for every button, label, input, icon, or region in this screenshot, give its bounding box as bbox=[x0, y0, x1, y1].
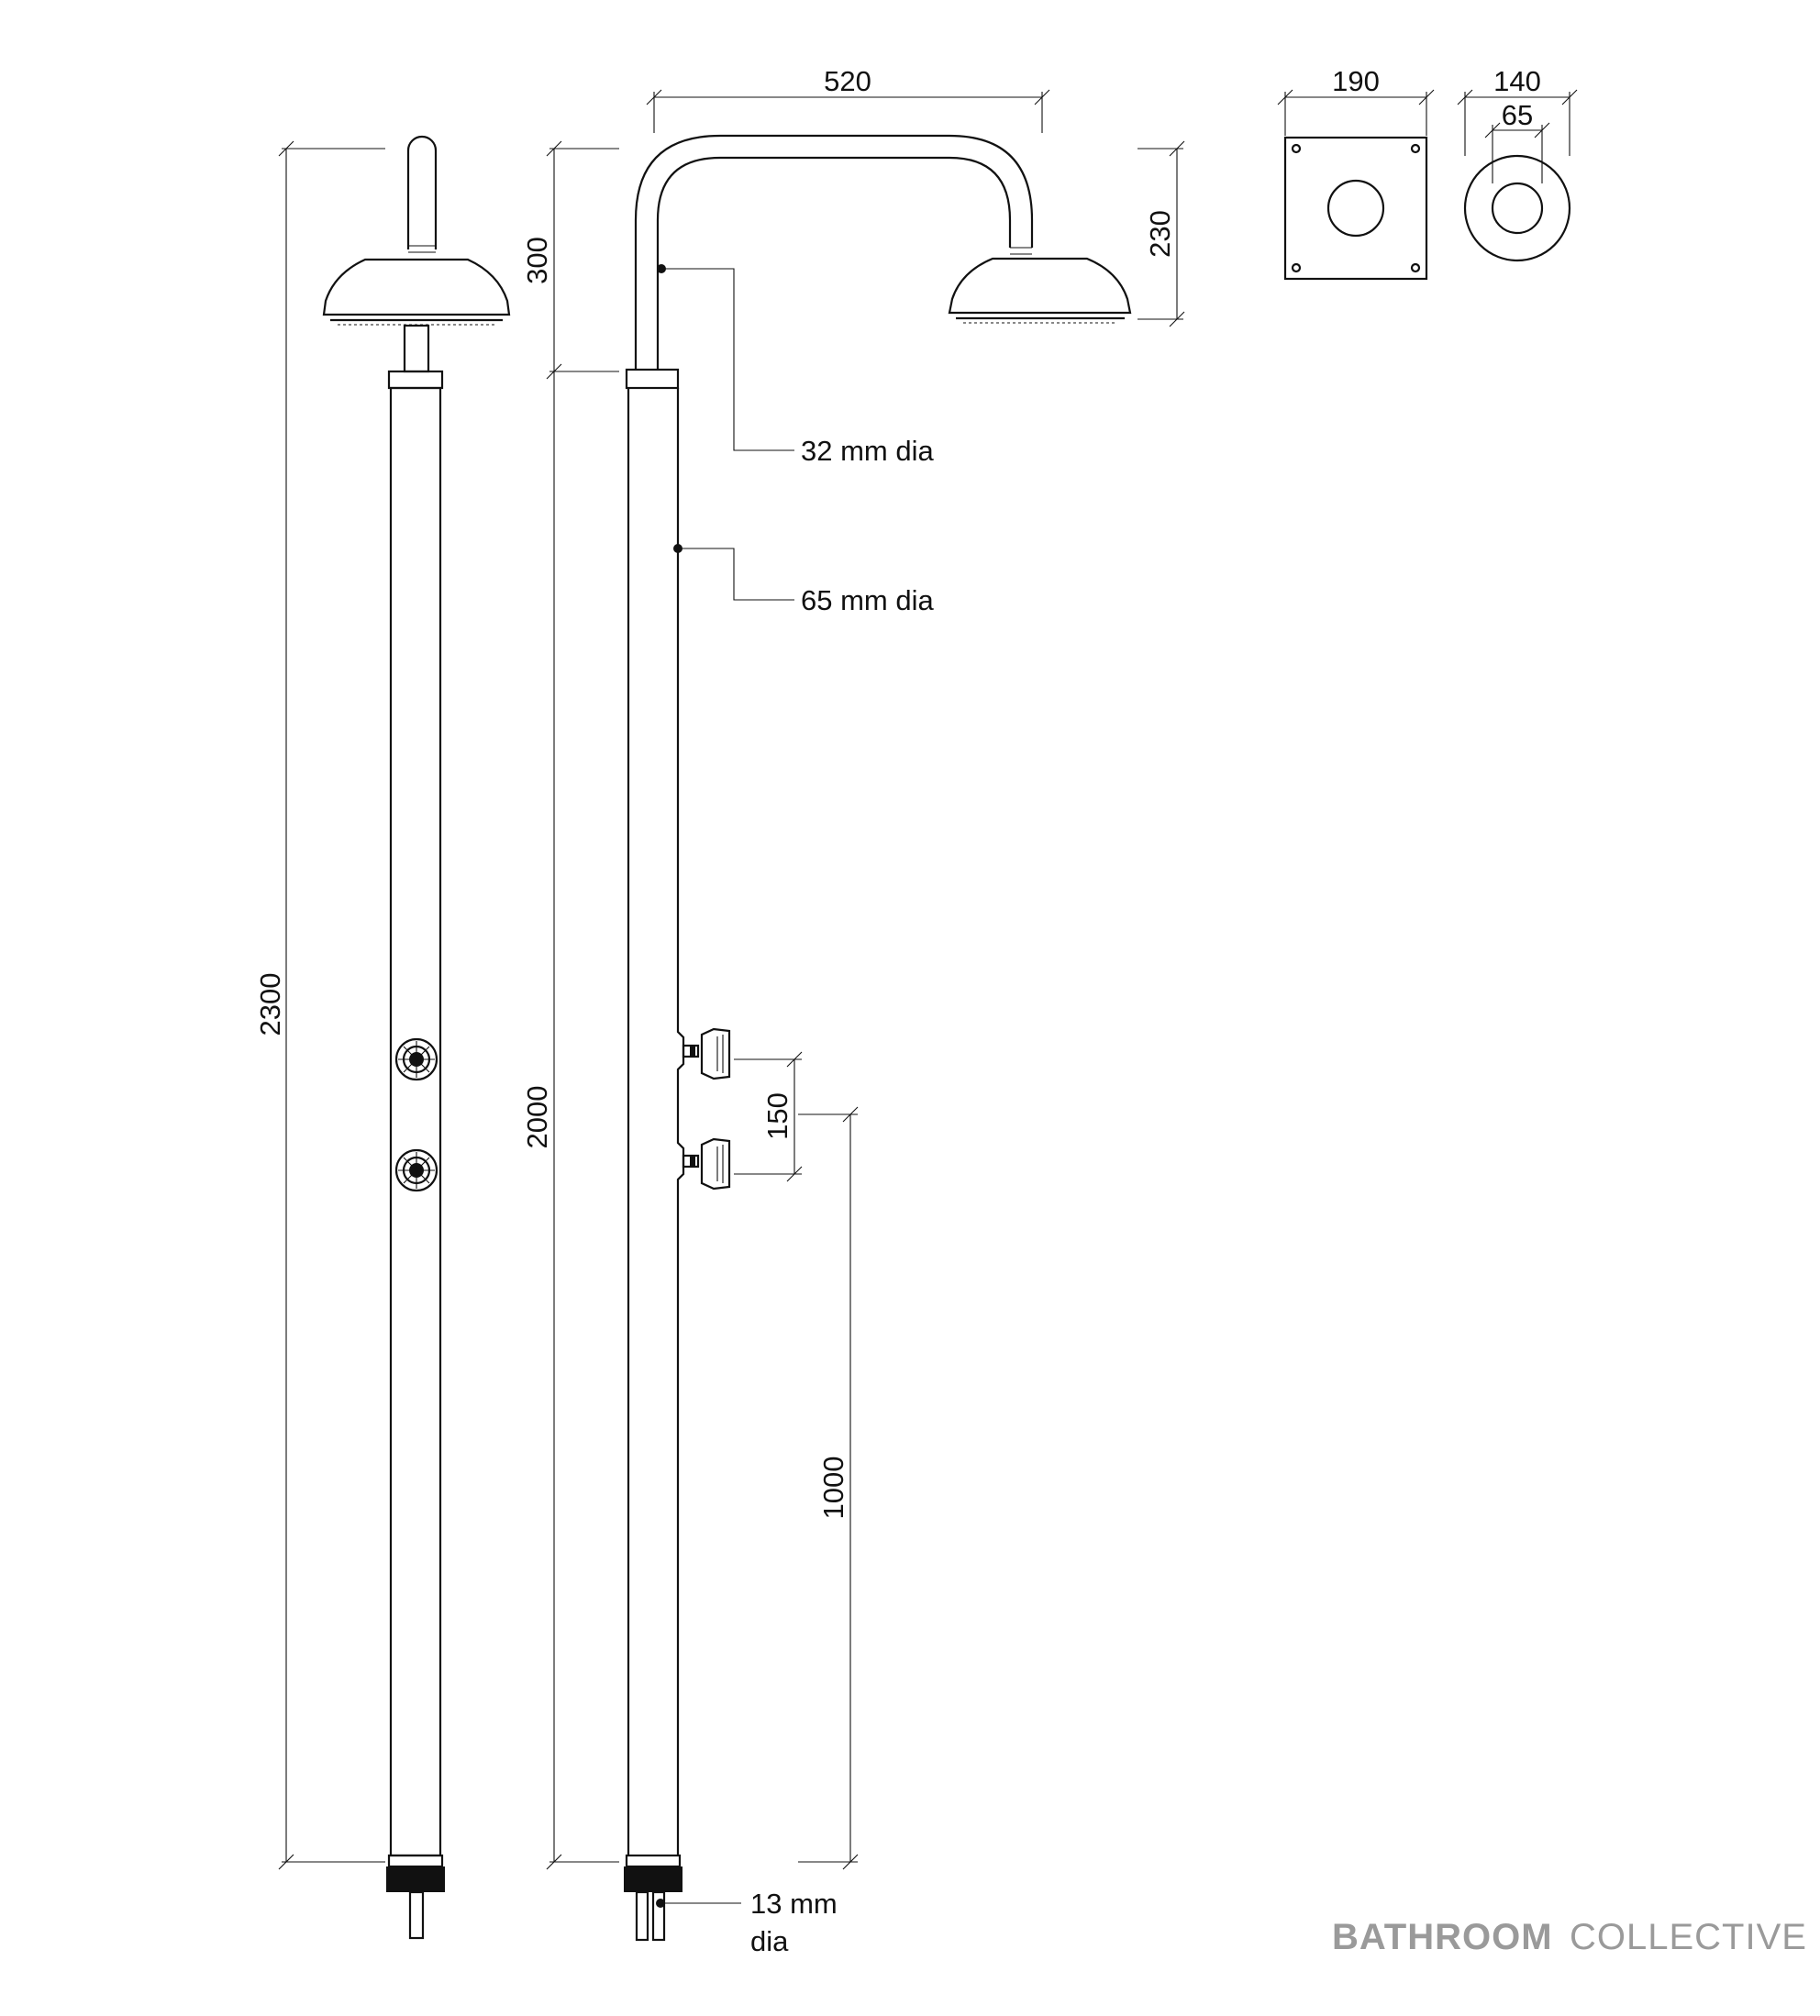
brand-logo: BATHROOM COLLECTIVE bbox=[1332, 1917, 1807, 1957]
side-shower-rose bbox=[948, 257, 1132, 315]
callout-leaders bbox=[656, 264, 794, 1908]
callout-inlet-diameter-line1: 13 mm bbox=[750, 1888, 838, 1920]
side-view bbox=[624, 134, 1132, 1942]
front-valve-handle-lower bbox=[394, 1148, 438, 1192]
dim-plate-width: 190 bbox=[1332, 65, 1380, 97]
front-view bbox=[322, 135, 511, 1940]
side-shower-arm bbox=[634, 134, 1034, 370]
dim-flange-outer: 140 bbox=[1493, 65, 1541, 97]
callout-arm-diameter: 32 mm dia bbox=[801, 435, 934, 467]
wall-flange bbox=[1463, 154, 1571, 262]
dim-overall-height: 2300 bbox=[254, 973, 286, 1036]
callout-inlet-diameter-line2: dia bbox=[750, 1925, 789, 1957]
front-column bbox=[389, 386, 442, 1857]
brand-logo-bold: BATHROOM bbox=[1332, 1917, 1553, 1957]
brand-logo-light: COLLECTIVE bbox=[1570, 1917, 1807, 1957]
side-column bbox=[627, 388, 685, 1855]
dim-valve-height: 1000 bbox=[817, 1457, 849, 1520]
callout-column-diameter: 65 mm dia bbox=[801, 584, 934, 616]
dim-column-height: 2000 bbox=[521, 1086, 553, 1149]
dim-flange-inner: 65 bbox=[1502, 99, 1533, 131]
dim-head-height: 230 bbox=[1144, 210, 1176, 258]
front-upper-collar bbox=[387, 370, 444, 390]
front-valve-handle-upper bbox=[394, 1037, 438, 1081]
side-valve-lower bbox=[682, 1137, 731, 1191]
side-valve-upper bbox=[682, 1027, 731, 1080]
dim-valve-spacing: 150 bbox=[761, 1092, 793, 1140]
dim-arm-reach: 520 bbox=[824, 65, 871, 97]
dim-head-drop: 300 bbox=[521, 237, 553, 284]
mounting-plate bbox=[1283, 136, 1428, 281]
front-riser-pipe bbox=[406, 135, 438, 249]
side-base-fitting bbox=[624, 1866, 682, 1892]
dimension-lines bbox=[278, 89, 1578, 1870]
front-base-fitting bbox=[386, 1866, 445, 1892]
front-shower-rose bbox=[322, 258, 511, 316]
side-upper-collar bbox=[625, 368, 680, 390]
